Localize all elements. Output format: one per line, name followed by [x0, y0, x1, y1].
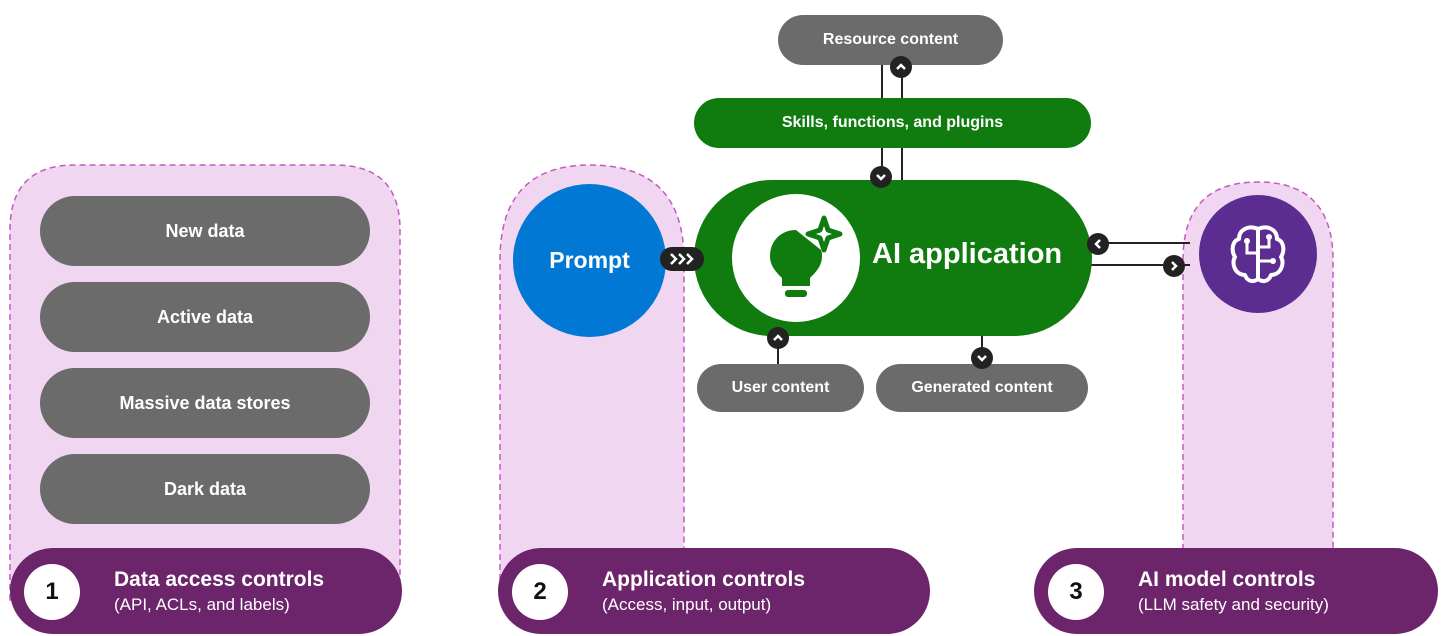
- lightbulb-sparkle-icon: [770, 215, 843, 297]
- data-store-new: New data: [40, 196, 370, 266]
- user-content-label: User content: [731, 379, 830, 396]
- brain-circuit-icon: [1230, 225, 1286, 284]
- ai-application-label: AI application: [872, 238, 1063, 270]
- ai-application-pill: AI application: [694, 180, 1092, 336]
- data-store-dark: Dark data: [40, 454, 370, 524]
- data-store-label: Dark data: [163, 478, 247, 499]
- data-store-label: Massive data stores: [119, 392, 291, 413]
- chevron-up-icon: [767, 327, 789, 349]
- app-icon-circle: [732, 194, 860, 322]
- footer-title: Data access controls: [114, 568, 325, 591]
- chevron-down-icon: [870, 166, 892, 188]
- data-store-massive: Massive data stores: [40, 368, 370, 438]
- skills-pill: Skills, functions, and plugins: [694, 98, 1091, 148]
- generated-content-label: Generated content: [911, 379, 1053, 396]
- footer-number: 2: [512, 564, 568, 620]
- footer-number: 3: [1048, 564, 1104, 620]
- user-content-pill: User content: [697, 364, 864, 412]
- footer-ai-model: 3 AI model controls (LLM safety and secu…: [1034, 548, 1438, 634]
- chevron-down-icon: [971, 347, 993, 369]
- ai-model-circle: [1199, 195, 1317, 313]
- prompt-circle: Prompt: [513, 184, 666, 337]
- skills-label: Skills, functions, and plugins: [781, 114, 1004, 131]
- data-store-active: Active data: [40, 282, 370, 352]
- footer-title: AI model controls: [1138, 568, 1316, 591]
- footer-subtitle: (API, ACLs, and labels): [114, 595, 290, 614]
- resource-content-label: Resource content: [822, 31, 959, 48]
- footer-data-access: 1 Data access controls (API, ACLs, and l…: [10, 548, 402, 634]
- footer-subtitle: (Access, input, output): [602, 595, 772, 614]
- chevron-up-icon: [890, 56, 912, 78]
- footer-title: Application controls: [602, 568, 806, 591]
- footer-application: 2 Application controls (Access, input, o…: [498, 548, 930, 634]
- footer-number: 1: [24, 564, 80, 620]
- resource-content-pill: Resource content: [778, 15, 1003, 65]
- data-store-label: New data: [165, 220, 245, 241]
- chevron-right-icon: [1163, 255, 1185, 277]
- generated-content-pill: Generated content: [876, 364, 1088, 412]
- prompt-label: Prompt: [549, 247, 630, 273]
- triple-chevron-right-icon: [660, 247, 704, 271]
- data-store-label: Active data: [156, 306, 254, 327]
- footer-subtitle: (LLM safety and security): [1138, 595, 1329, 614]
- chevron-left-icon: [1087, 233, 1109, 255]
